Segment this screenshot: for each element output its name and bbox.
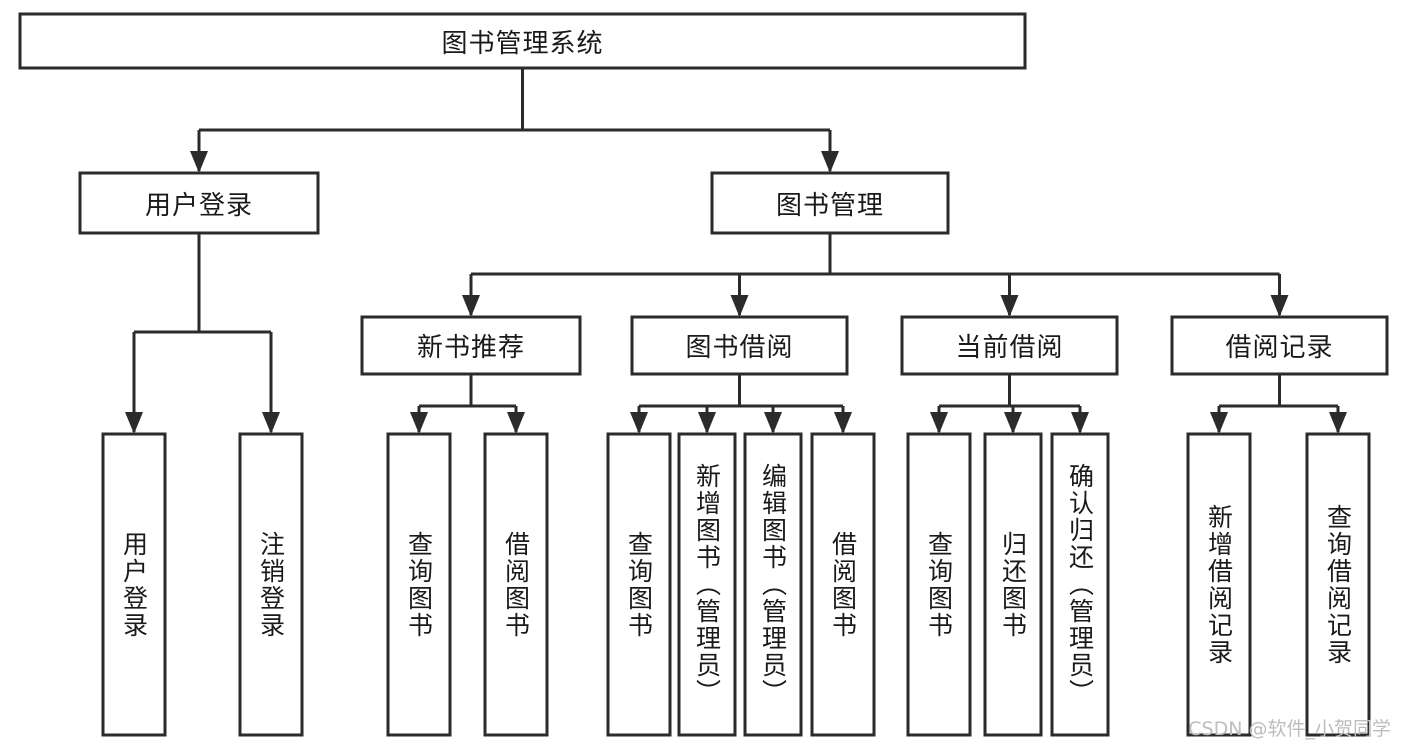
node-box-leaf-user-logout[interactable] — [238, 432, 304, 737]
arrow-head-leaf-user-logout — [262, 412, 280, 434]
arrow-head-leaf-return-book — [1004, 412, 1022, 434]
node-box-leaf-query-book-2[interactable] — [606, 432, 672, 737]
watermark-text: CSDN @软件_小贺同学 — [1188, 718, 1391, 740]
arrow-head-leaf-query-book-1 — [410, 412, 428, 434]
node-box-leaf-borrow-book-1[interactable] — [483, 432, 549, 737]
node-box-leaf-user-login[interactable] — [101, 432, 167, 737]
node-box-leaf-query-book-3[interactable] — [906, 432, 972, 737]
node-box-current-borrow[interactable] — [900, 315, 1119, 376]
node-box-book-manage[interactable] — [710, 171, 950, 235]
node-box-leaf-query-book-1[interactable] — [386, 432, 452, 737]
node-box-root[interactable] — [18, 12, 1027, 70]
node-box-borrow-record[interactable] — [1170, 315, 1389, 376]
arrow-head-leaf-query-book-2 — [630, 412, 648, 434]
arrow-head-leaf-confirm-return — [1071, 412, 1089, 434]
boxes-layer — [18, 12, 1389, 737]
arrow-head-leaf-add-book — [698, 412, 716, 434]
node-box-leaf-query-record[interactable] — [1305, 432, 1371, 737]
arrow-head-book-borrow — [730, 295, 749, 317]
arrow-head-borrow-record — [1270, 295, 1289, 317]
arrow-head-book-manage — [821, 151, 839, 173]
arrow-head-leaf-add-record — [1210, 412, 1228, 434]
arrow-head-user-login — [190, 151, 208, 173]
node-box-book-borrow[interactable] — [630, 315, 849, 376]
arrow-head-leaf-borrow-book-1 — [507, 412, 525, 434]
node-box-leaf-add-record[interactable] — [1186, 432, 1252, 737]
arrow-head-leaf-query-book-3 — [930, 412, 948, 434]
arrow-head-leaf-edit-book — [764, 412, 782, 434]
arrow-head-leaf-query-record — [1329, 412, 1347, 434]
node-box-leaf-confirm-return[interactable] — [1050, 432, 1110, 737]
node-box-new-book-rec[interactable] — [360, 315, 582, 376]
arrow-head-current-borrow — [1000, 295, 1019, 317]
arrow-head-new-book-rec — [462, 295, 480, 317]
arrow-head-leaf-borrow-book-2 — [834, 412, 852, 434]
connectors-layer — [125, 68, 1347, 434]
node-box-leaf-return-book[interactable] — [983, 432, 1043, 737]
node-box-leaf-borrow-book-2[interactable] — [810, 432, 876, 737]
node-box-leaf-add-book[interactable] — [677, 432, 737, 737]
arrow-head-leaf-user-login — [125, 412, 143, 434]
node-box-user-login[interactable] — [78, 171, 320, 235]
node-box-leaf-edit-book[interactable] — [743, 432, 803, 737]
